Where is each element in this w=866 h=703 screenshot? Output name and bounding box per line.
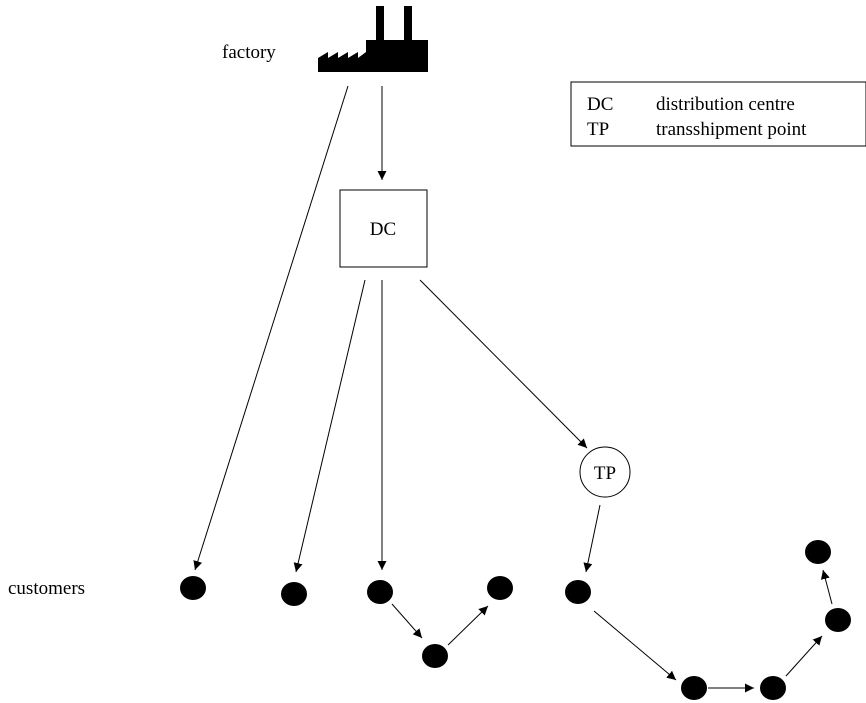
customer-dot xyxy=(825,608,851,632)
tp-label: TP xyxy=(594,463,616,484)
customer-dot xyxy=(681,676,707,700)
customer-dot xyxy=(565,580,591,604)
factory-label: factory xyxy=(222,42,276,63)
tp-circle xyxy=(579,446,631,498)
customer-dot xyxy=(367,580,393,604)
customer-dot xyxy=(281,582,307,606)
dc-label: DC xyxy=(370,219,396,240)
arrow-factory-to-customer-1 xyxy=(193,85,349,571)
legend: DC distribution centre TP transshipment … xyxy=(570,81,866,147)
transshipment-point-node: TP xyxy=(579,446,631,498)
arrow-tp-to-customer-5 xyxy=(583,504,601,573)
legend-meaning-dc: distribution centre xyxy=(656,94,795,115)
arrow-route-b-3 xyxy=(785,635,823,677)
dc-box xyxy=(339,189,428,268)
customers-label: customers xyxy=(8,578,85,599)
legend-meaning-tp: transshipment point xyxy=(656,119,807,140)
arrow-route-a-2 xyxy=(447,605,489,646)
customer-dots xyxy=(180,540,851,700)
flow-arrows xyxy=(193,85,833,693)
customer-dot xyxy=(422,644,448,668)
arrow-dc-to-customer-2 xyxy=(293,279,366,573)
customer-dot xyxy=(760,676,786,700)
legend-box xyxy=(570,81,866,147)
arrow-route-b-1 xyxy=(593,610,677,681)
legend-abbr-tp: TP xyxy=(587,119,609,140)
arrow-route-b-4 xyxy=(820,569,833,605)
customer-dot xyxy=(180,576,206,600)
legend-abbr-dc: DC xyxy=(587,94,613,115)
customer-dot xyxy=(805,540,831,564)
customer-dot xyxy=(487,576,513,600)
arrow-dc-to-tp xyxy=(419,279,588,449)
factory-icon xyxy=(318,6,428,72)
arrow-route-a-1 xyxy=(391,603,423,639)
distribution-centre-node: DC xyxy=(339,189,428,268)
